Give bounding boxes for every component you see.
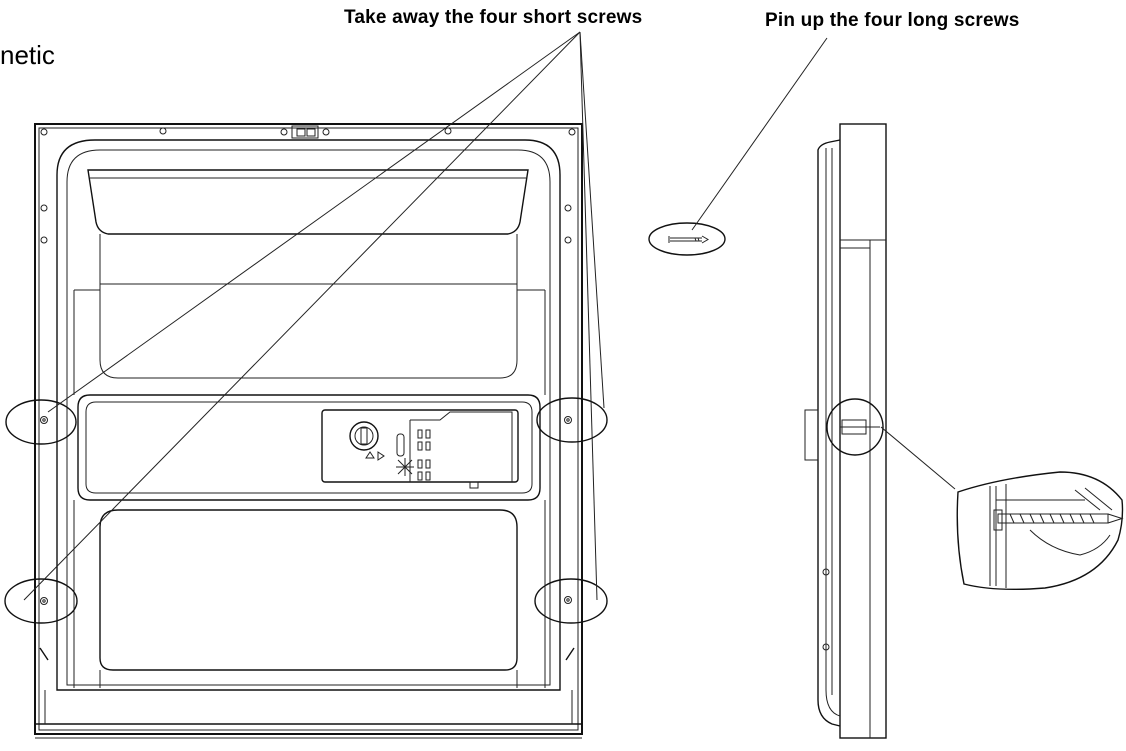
long-screws-caption: Pin up the four long screws (765, 10, 1020, 31)
short-screw-left-middle (5, 399, 77, 445)
short-screws-caption: Take away the four short screws (344, 7, 643, 28)
middle-band (77, 394, 541, 501)
short-screw-left-bottom (4, 578, 78, 624)
detail-callout (956, 471, 1124, 591)
short-screw-right-middle (536, 397, 608, 443)
door-side-view (804, 123, 956, 739)
detergent-dispenser (321, 409, 519, 489)
side-detail-circle (826, 398, 884, 456)
long-screw (648, 37, 828, 256)
door-front-view (4, 123, 608, 739)
lower-recess (99, 509, 518, 671)
screw-holes (40, 127, 576, 244)
cut-off-caption: netic (0, 40, 55, 70)
door-outer-frame (34, 123, 583, 735)
inner-panel-outline (56, 139, 561, 691)
door-latch (280, 125, 330, 139)
short-screw-leaders (23, 31, 605, 601)
top-recess (87, 169, 529, 235)
short-screw-right-bottom (534, 578, 608, 624)
door-inner-frame (38, 127, 579, 731)
